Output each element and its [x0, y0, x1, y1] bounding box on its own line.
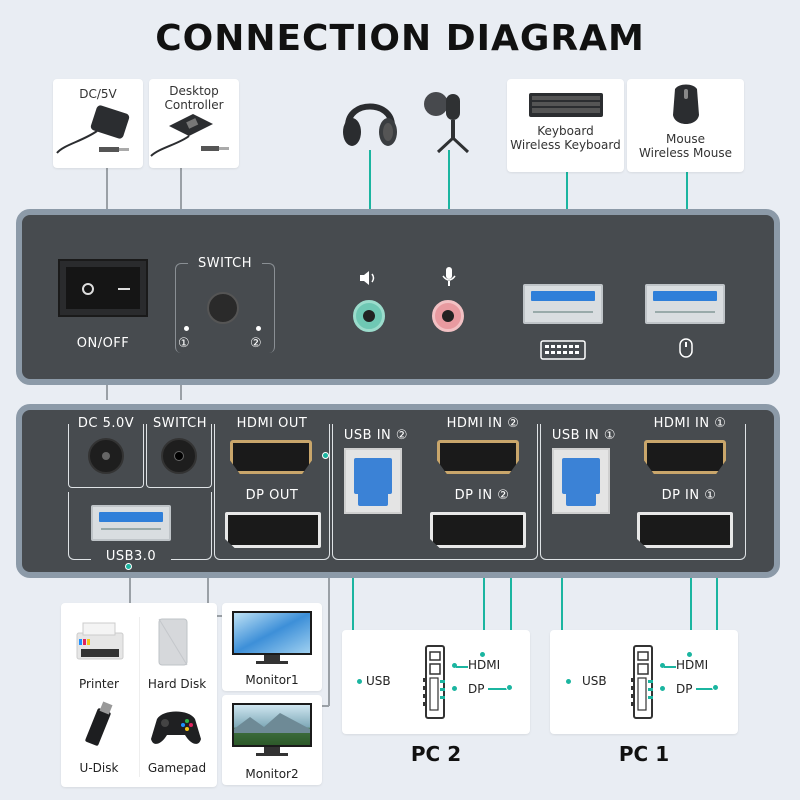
dp-in-1-label: DP IN ①	[661, 488, 717, 503]
hdmi-in-1-label: HDMI IN ①	[642, 416, 738, 431]
gamepad-icon	[151, 711, 201, 744]
usb-devices-card: Printer Hard Disk U-Disk Gamepad	[61, 603, 217, 787]
u-disk-icon	[85, 701, 113, 746]
desktop-controller-label: Desktop Controller	[164, 84, 224, 112]
dp-out-label: DP OUT	[245, 488, 299, 503]
hdmi-in-2-port[interactable]	[437, 440, 519, 474]
hdmi-out-port[interactable]	[230, 440, 312, 474]
port-2-label: ②	[250, 336, 263, 351]
switch-back-label: SWITCH	[150, 416, 210, 431]
pc2-dp-line	[510, 530, 512, 686]
front-usb-mouse-port[interactable]	[645, 284, 725, 324]
mouse-card: Mouse Wireless Mouse	[627, 79, 744, 172]
power-adapter-icon	[56, 105, 130, 154]
pc1-card: USB HDMI DP	[550, 630, 738, 734]
mic-jack[interactable]	[432, 300, 464, 332]
usb30-line	[129, 567, 131, 603]
pc1-dp-line	[716, 530, 718, 686]
front-usb-keyboard-port[interactable]	[523, 284, 603, 324]
diagram-title: CONNECTION DIAGRAM	[155, 18, 645, 59]
gamepad-label: Gamepad	[147, 761, 207, 775]
mouse-icon	[673, 84, 699, 124]
usb-in-2-port[interactable]	[344, 448, 402, 514]
pc2-usb-label: USB	[366, 674, 391, 688]
desktop-controller-icon	[150, 114, 229, 157]
mouse-label: Mouse Wireless Mouse	[639, 132, 732, 160]
usb30-port[interactable]	[91, 505, 171, 541]
pc1-motherboard-icon	[631, 645, 653, 719]
port-1-label: ①	[178, 336, 191, 351]
power-switch[interactable]	[58, 259, 148, 317]
monitor2-card: Monitor2	[222, 695, 322, 785]
dc-adapter-label: DC/5V	[79, 87, 117, 101]
pc2-motherboard-icon	[423, 645, 445, 719]
dc-back-label: DC 5.0V	[72, 416, 140, 431]
mic-small-icon	[442, 267, 456, 286]
pc2-hdmi-label: HDMI	[468, 658, 501, 672]
switch-front-label: SWITCH	[188, 256, 262, 271]
dp-in-2-label: DP IN ②	[454, 488, 510, 503]
switch-controller-port[interactable]	[161, 438, 197, 474]
pc1-usb-label: USB	[582, 674, 607, 688]
monitor1-label: Monitor1	[245, 673, 299, 687]
monitor1-card: Monitor1	[222, 603, 322, 691]
dp-out-port[interactable]	[225, 512, 321, 548]
keyboard-small-icon	[540, 340, 586, 360]
printer-label: Printer	[79, 677, 119, 691]
hard-disk-label: Hard Disk	[147, 677, 207, 691]
printer-icon	[76, 622, 124, 660]
dc-port[interactable]	[88, 438, 124, 474]
microphone-icon	[424, 92, 470, 154]
switch-button[interactable]	[207, 292, 239, 324]
usb-in-2-label: USB IN ②	[340, 428, 412, 443]
dc-adapter-card: DC/5V	[53, 79, 143, 168]
keyboard-card: Keyboard Wireless Keyboard	[507, 79, 624, 172]
monitor2-icon	[232, 703, 312, 756]
keyboard-label: Keyboard Wireless Keyboard	[510, 124, 621, 152]
usb-in-1-label: USB IN ①	[548, 428, 620, 443]
mouse-small-icon	[679, 338, 693, 358]
headphone-jack[interactable]	[353, 300, 385, 332]
pc2-card: USB HDMI DP	[342, 630, 530, 734]
headphone-line	[369, 150, 371, 266]
usb30-label: USB3.0	[91, 549, 171, 564]
led-1	[184, 326, 189, 331]
pc2-dp-label: DP	[468, 682, 485, 696]
mic-line	[448, 150, 450, 266]
pc1-hdmi-label: HDMI	[676, 658, 709, 672]
led-2	[256, 326, 261, 331]
on-off-label: ON/OFF	[76, 336, 130, 351]
usb-in-1-port[interactable]	[552, 448, 610, 514]
speaker-icon	[360, 271, 375, 285]
u-disk-label: U-Disk	[79, 761, 119, 775]
dp-in-2-port[interactable]	[430, 512, 526, 548]
hard-disk-icon	[158, 618, 188, 666]
dp-in-1-port[interactable]	[637, 512, 733, 548]
monitor1-icon	[232, 611, 312, 664]
pc1-label: PC 1	[618, 742, 670, 766]
headphones-icon	[343, 103, 397, 146]
pc2-label: PC 2	[410, 742, 462, 766]
keyboard-icon	[529, 93, 603, 117]
hdmi-in-1-port[interactable]	[644, 440, 726, 474]
hdmi-out-line-v	[328, 456, 330, 706]
desktop-controller-card: Desktop Controller	[149, 79, 239, 168]
pc1-dp-label: DP	[676, 682, 693, 696]
monitor2-label: Monitor2	[245, 767, 299, 781]
hdmi-in-2-label: HDMI IN ②	[434, 416, 532, 431]
hdmi-out-label: HDMI OUT	[230, 416, 314, 431]
